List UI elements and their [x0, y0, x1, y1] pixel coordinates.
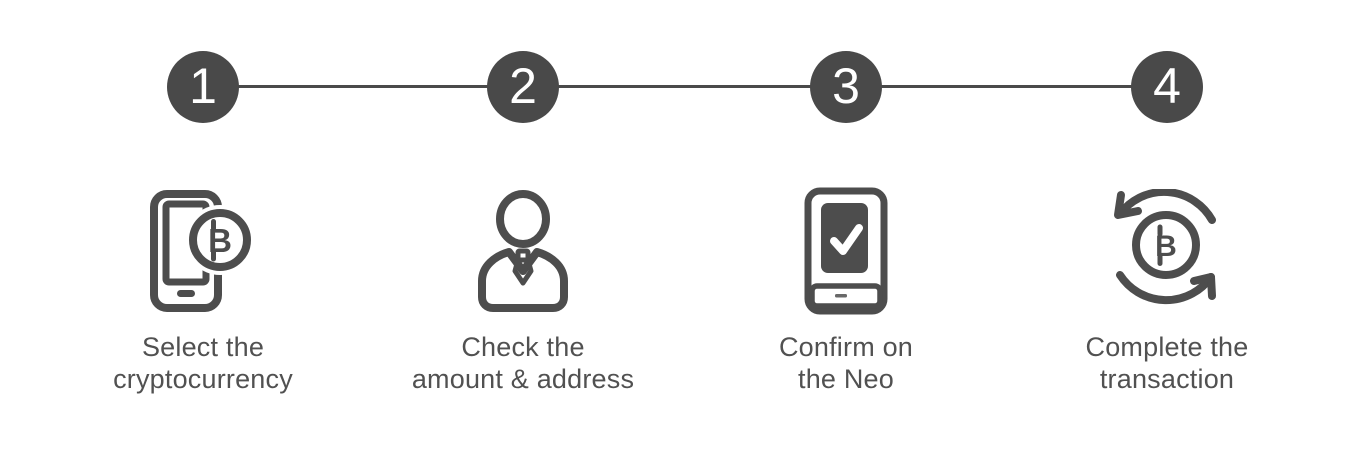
step-3-number-badge: 3: [810, 51, 882, 123]
step-number: 2: [509, 57, 537, 114]
bitcoin-cycle-icon: B: [1114, 189, 1216, 305]
step-number: 3: [832, 57, 860, 114]
step-column-3: 3 Confirm on the Neo: [686, 0, 1006, 459]
step-column-2: 2 Check the amount & address: [363, 0, 683, 459]
cycle-arrow-bottom: [1116, 271, 1216, 305]
step-1-number-badge: 1: [167, 51, 239, 123]
step-number: 1: [189, 57, 217, 114]
step-label: Confirm on the Neo: [778, 332, 914, 394]
step-column-4: 4 B Complete the transaction: [1007, 0, 1327, 459]
step-number: 4: [1153, 57, 1181, 114]
cycle-arrow-top: [1114, 189, 1216, 224]
phone-bitcoin-icon: B: [150, 190, 255, 312]
step-label: Check the amount & address: [411, 332, 635, 394]
bitcoin-symbol: B: [1155, 224, 1177, 266]
step-connector-line: [203, 85, 1167, 88]
step-4-number-badge: 4: [1131, 51, 1203, 123]
step-label: Complete the transaction: [1085, 332, 1249, 394]
bitcoin-symbol: B: [208, 219, 232, 262]
step-2-number-badge: 2: [487, 51, 559, 123]
device-check-icon: [804, 187, 888, 315]
device-brand-mark: [835, 294, 847, 298]
step-label: Select the cryptocurrency: [113, 332, 293, 394]
checkmark: [830, 224, 863, 255]
person-icon: [478, 190, 568, 312]
step-column-1: 1 B Select the cryptocurrency: [43, 0, 363, 459]
tie: [512, 248, 534, 286]
